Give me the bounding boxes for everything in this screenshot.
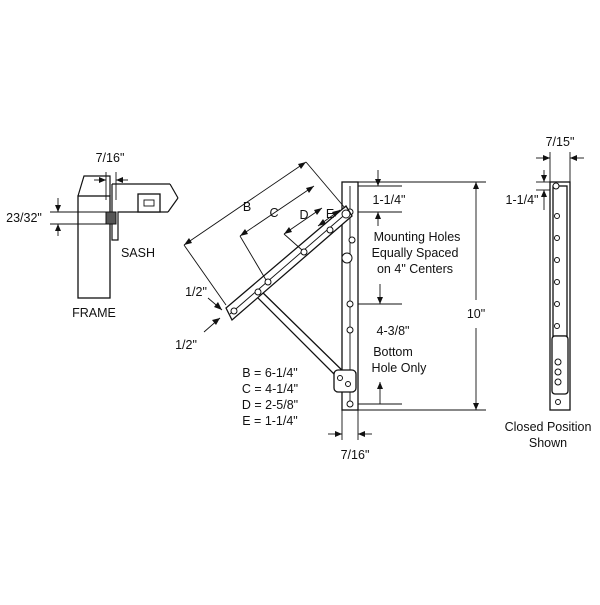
mounting-hole xyxy=(346,326,354,334)
arrow-head xyxy=(55,224,61,231)
arrow-head xyxy=(377,297,383,304)
closed-hole xyxy=(552,182,560,190)
label-bottom-hole-line3: Hole Only xyxy=(372,361,428,375)
mounting-hole xyxy=(348,236,356,244)
closed-hole xyxy=(554,323,560,329)
hinge-open-view: B C D E 1/2" 1/2" 1-1/4" Mounti xyxy=(175,161,486,462)
sash-channel-slot xyxy=(143,199,155,207)
label-track-width: 7/16" xyxy=(341,448,370,462)
dimension-item: C = 4-1/4" xyxy=(242,382,298,396)
label-mounting-line2: Equally Spaced xyxy=(372,246,459,260)
closed-hole xyxy=(555,399,561,405)
sash-arm-center xyxy=(229,210,350,315)
arrow-head xyxy=(332,210,340,217)
arm-hole xyxy=(264,278,272,286)
arrow-head xyxy=(473,403,479,410)
dimension-list: B = 6-1/4" C = 4-1/4" D = 2-5/8" E = 1-1… xyxy=(242,366,298,428)
dim-d-extension xyxy=(283,233,303,251)
arrow-head xyxy=(318,219,326,226)
closed-hole xyxy=(554,235,560,241)
closed-rivet xyxy=(554,358,562,366)
arrow-head xyxy=(214,302,222,310)
label-closed-line1: Closed Position xyxy=(505,420,592,434)
arrow-head xyxy=(99,177,106,183)
arrow-head xyxy=(284,227,292,234)
dim-c-line xyxy=(239,185,315,237)
arm-hole xyxy=(300,248,308,256)
label-e: E xyxy=(326,207,334,221)
label-half-top: 1/2" xyxy=(185,285,207,299)
label-closed-line2: Shown xyxy=(529,436,567,450)
label-sash-height: 23/32" xyxy=(6,211,42,225)
label-sash: SASH xyxy=(121,246,155,260)
arrow-head xyxy=(570,155,577,161)
closed-hole xyxy=(554,213,560,219)
label-b: B xyxy=(243,200,251,214)
pivot-stud xyxy=(341,252,353,264)
dimension-item: D = 2-5/8" xyxy=(242,398,298,412)
label-half-bottom: 1/2" xyxy=(175,338,197,352)
label-top-hole: 1-1/4" xyxy=(373,193,406,207)
arm-hole xyxy=(326,226,334,234)
frame-sash-section: 7/16" 23/32" SASH FRAME xyxy=(6,151,179,320)
arrow-head xyxy=(314,208,322,215)
arrow-head xyxy=(184,238,192,245)
dimension-item: E = 1-1/4" xyxy=(242,414,298,428)
arrow-head xyxy=(116,177,123,183)
label-bottom-hole-line1: 4-3/8" xyxy=(377,324,410,338)
arrow-head xyxy=(55,205,61,212)
closed-hole xyxy=(554,301,560,307)
arrow-head xyxy=(541,175,547,182)
shoe-rivet xyxy=(337,375,343,381)
closed-hole xyxy=(554,257,560,263)
label-mounting-line3: on 4" Centers xyxy=(377,262,453,276)
arrow-head xyxy=(358,431,365,437)
label-bottom-hole-line2: Bottom xyxy=(373,345,413,359)
label-closed-width: 7/15" xyxy=(546,135,575,149)
sash-channel xyxy=(137,193,161,213)
arrow-head xyxy=(543,155,550,161)
closed-hole xyxy=(554,279,560,285)
label-c: C xyxy=(269,206,278,220)
arrow-head xyxy=(473,182,479,189)
dimension-item: B = 6-1/4" xyxy=(242,366,298,380)
hinge-closed-view: 7/15" 1-1/4" Closed Position Shown xyxy=(505,135,592,450)
frame-block xyxy=(77,195,111,299)
arrow-head xyxy=(375,212,381,219)
arm-hole xyxy=(230,307,238,315)
dim-b-extension xyxy=(305,161,346,209)
mounting-hole xyxy=(346,300,354,308)
arrow-head xyxy=(335,431,342,437)
sash-break-bottom xyxy=(167,197,179,213)
arrow-head xyxy=(377,382,383,389)
label-sash-width: 7/16" xyxy=(96,151,125,165)
closed-rivet xyxy=(554,378,562,386)
dim-c-extension xyxy=(239,235,267,281)
mounting-hole xyxy=(346,400,354,408)
arrow-head xyxy=(240,229,248,236)
arrow-head xyxy=(541,190,547,197)
closed-shoe xyxy=(551,335,569,395)
hardware-channel xyxy=(105,211,117,225)
dim-b-line xyxy=(183,161,307,246)
arrow-head xyxy=(375,179,381,186)
label-d: D xyxy=(299,208,308,222)
label-mounting-line1: Mounting Holes xyxy=(374,230,461,244)
sash-break-top xyxy=(169,183,179,199)
dim-b-extension xyxy=(183,244,227,306)
slider-shoe xyxy=(333,369,357,393)
shoe-rivet xyxy=(345,381,351,387)
top-pivot xyxy=(341,209,351,219)
frame-top xyxy=(77,175,111,197)
arrow-head xyxy=(306,186,314,193)
label-frame: FRAME xyxy=(72,306,116,320)
arrow-head xyxy=(298,162,306,169)
arrow-head xyxy=(212,318,220,325)
label-overall: 10" xyxy=(467,307,485,321)
label-closed-top: 1-1/4" xyxy=(506,193,539,207)
closed-rivet xyxy=(554,368,562,376)
arm-hole xyxy=(254,288,262,296)
